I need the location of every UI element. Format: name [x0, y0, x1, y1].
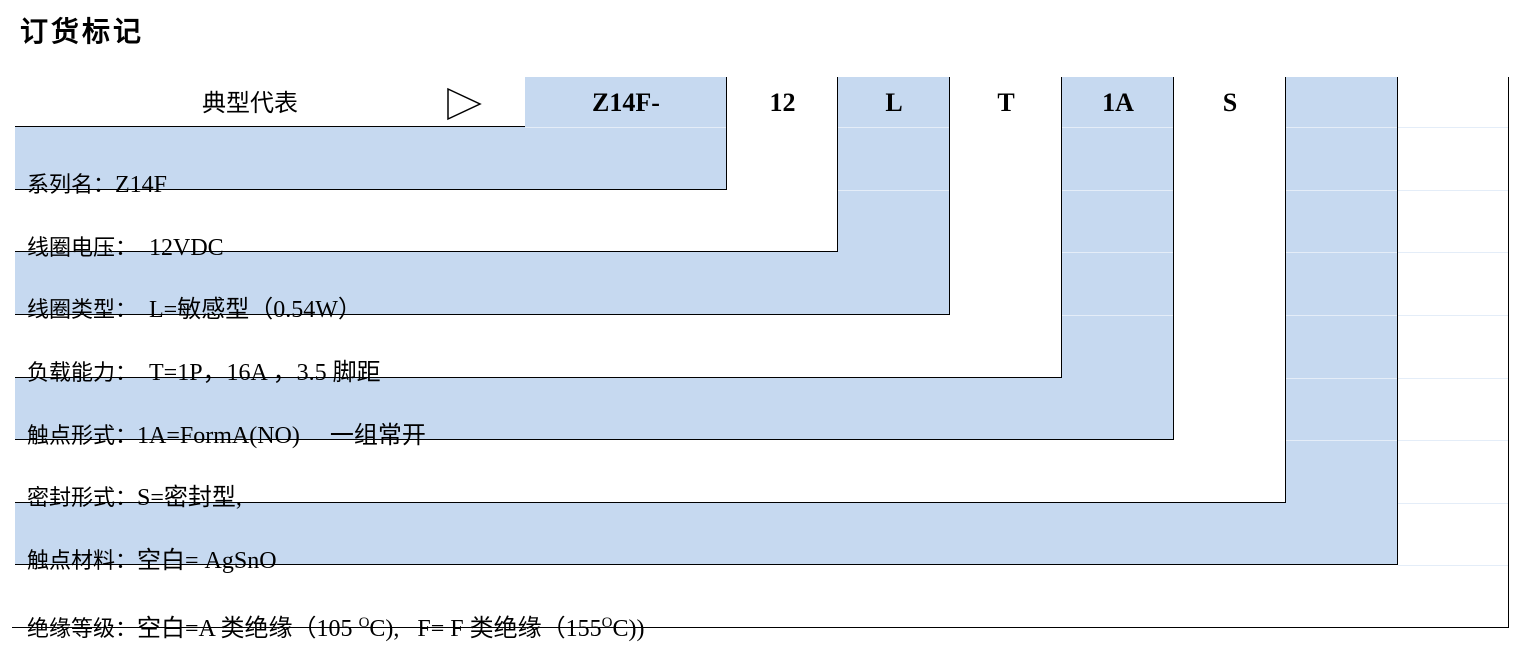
row-value: 空白= AgSnO — [137, 548, 277, 574]
row-series-bg — [15, 127, 727, 190]
divider — [1285, 77, 1286, 503]
divider — [1061, 77, 1062, 378]
code-series: Z14F- — [592, 88, 660, 117]
header-label: 典型代表 — [202, 89, 298, 117]
row-load: 负载能力： T=1P，16A ，3.5 脚距 — [15, 328, 381, 389]
row-label: 绝缘等级： — [27, 617, 138, 642]
divider — [15, 502, 1286, 503]
gridline — [838, 190, 950, 191]
code-load: T — [997, 88, 1015, 117]
degree-sup: O — [601, 615, 613, 631]
row-value-b: C), F= F 类绝缘（155 — [369, 616, 602, 642]
divider — [1397, 77, 1398, 565]
row-value-a: 空白=A 类绝缘（105 — [137, 616, 359, 642]
row-value: 12VDC — [137, 235, 224, 261]
row-insulation: 绝缘等级：空白=A 类绝缘（105 OC), F= F 类绝缘（155OC)) — [15, 578, 644, 645]
divider — [12, 627, 1509, 628]
row-value-c: C)) — [612, 616, 645, 642]
row-label: 触点形式： — [27, 424, 138, 449]
gridline — [1062, 315, 1174, 316]
code-contact-material — [1286, 77, 1398, 127]
row-coiltype-bg — [15, 252, 950, 315]
triangle-right-icon — [447, 87, 482, 121]
code-sealing: S — [1222, 88, 1238, 117]
row-value: L=敏感型（0.54W） — [137, 297, 362, 323]
gridline — [1286, 252, 1398, 253]
gridline — [1398, 252, 1508, 253]
code-contact-form: 1A — [1102, 88, 1134, 117]
row-coil-type: 线圈类型： L=敏感型（0.54W） — [15, 265, 362, 326]
divider — [726, 77, 727, 190]
gridline — [1398, 378, 1508, 379]
divider — [1173, 77, 1174, 440]
row-sealing: 密封形式：S=密封型, — [15, 453, 242, 514]
gridline — [1286, 440, 1398, 441]
gridline — [1286, 315, 1398, 316]
row-contactform-bg — [15, 378, 1174, 440]
code-coil-type: L — [885, 88, 903, 117]
gridline — [1398, 315, 1508, 316]
divider — [949, 77, 950, 315]
row-label: 系列名： — [27, 173, 116, 198]
gridline — [1062, 127, 1174, 128]
gridline — [1286, 378, 1398, 379]
gridline — [1398, 503, 1508, 504]
row-coil-voltage: 线圈电压： 12VDC — [15, 203, 224, 264]
gridline — [1062, 190, 1174, 191]
code-coil-voltage: 12 — [769, 88, 796, 117]
gridline — [525, 127, 727, 128]
row-contact-material: 触点材料：空白= AgSnO — [15, 516, 277, 577]
divider — [15, 251, 838, 252]
code-column-material-bg — [1286, 77, 1398, 503]
degree-sup: O — [358, 615, 370, 631]
gridline — [1286, 190, 1398, 191]
row-value: T=1P，16A ，3.5 脚距 — [137, 360, 381, 386]
row-label: 线圈类型： — [27, 298, 138, 323]
gridline — [1398, 190, 1508, 191]
gridline — [1398, 440, 1508, 441]
gridline — [1398, 565, 1508, 566]
divider — [837, 77, 838, 252]
divider — [15, 126, 525, 127]
row-value: 1A=FormA(NO) 一组常开 — [137, 423, 426, 449]
gridline — [1062, 252, 1174, 253]
divider — [15, 439, 1174, 440]
page-title: 订货标记 — [20, 15, 145, 48]
divider — [15, 377, 1062, 378]
row-value: S=密封型, — [137, 485, 242, 511]
row-label: 负载能力： — [27, 361, 138, 386]
code-column-series-bg — [525, 77, 727, 127]
divider — [1508, 77, 1509, 628]
row-value: Z14F — [115, 172, 168, 198]
row-label: 触点材料： — [27, 549, 138, 574]
divider — [15, 314, 950, 315]
divider — [15, 564, 1398, 565]
row-series: 系列名：Z14F — [15, 140, 167, 201]
divider — [15, 189, 727, 190]
row-label: 线圈电压： — [27, 236, 138, 261]
row-material-bg — [15, 503, 1398, 565]
row-contact-form: 触点形式：1A=FormA(NO) 一组常开 — [15, 391, 426, 452]
gridline — [1286, 127, 1398, 128]
gridline — [838, 127, 950, 128]
gridline — [1398, 127, 1508, 128]
code-column-coiltype-bg — [838, 77, 950, 252]
row-label: 密封形式： — [27, 486, 138, 511]
